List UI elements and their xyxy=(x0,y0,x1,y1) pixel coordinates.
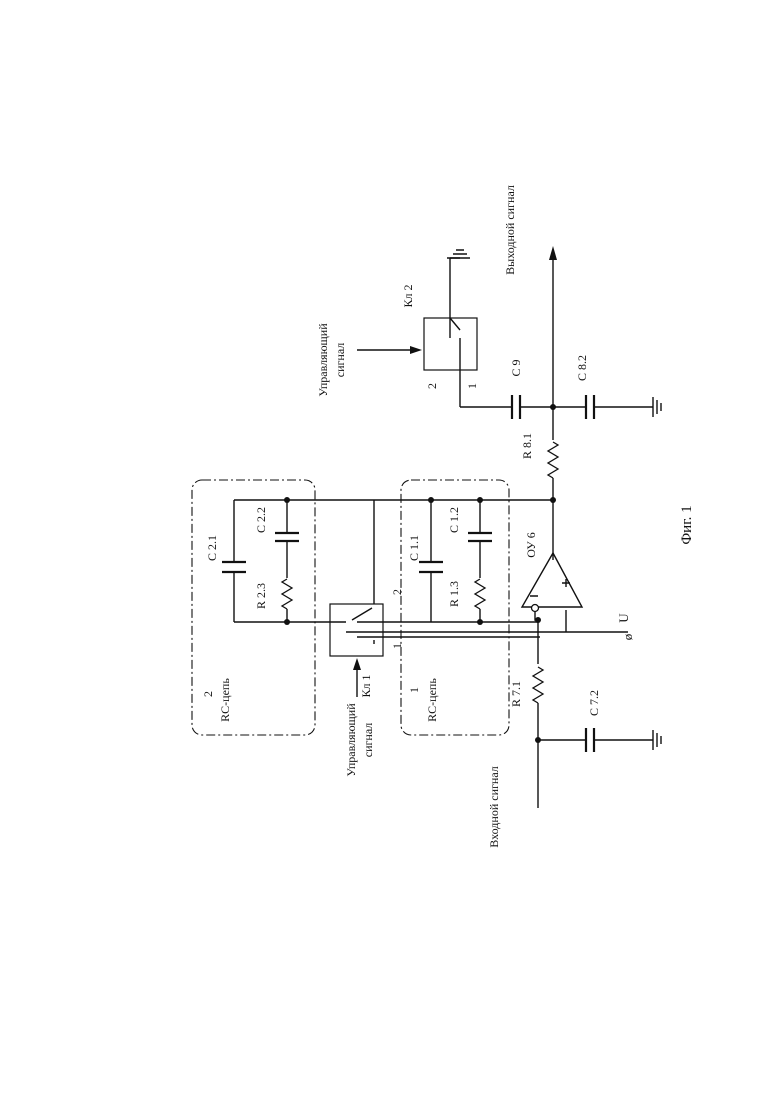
switch-kl1-label: Кл 1 xyxy=(359,675,373,698)
capacitor-c22 xyxy=(275,533,299,541)
switch-kl2-pin2: 2 xyxy=(425,383,439,389)
op-amp-label: ОУ 6 xyxy=(524,532,538,558)
output-signal-label: Выходной сигнал xyxy=(503,185,517,275)
capacitors xyxy=(222,395,594,752)
capacitor-c21 xyxy=(222,562,246,572)
labels: Фиг. 1 Входной сигнал Выходной сигнал Уп… xyxy=(201,185,695,848)
label-r81: R 8.1 xyxy=(520,433,534,459)
label-c11: C 1.1 xyxy=(407,535,421,561)
label-r23: R 2.3 xyxy=(254,583,268,609)
switch-kl2-pin1: 1 xyxy=(465,383,479,389)
switch-kl1-pin1: 1 xyxy=(390,643,404,649)
label-r13: R 1.3 xyxy=(447,581,461,607)
ground-kl2-icon xyxy=(450,250,470,258)
control-signal-1-line1: Управляющий xyxy=(344,703,358,777)
resistor-r13 xyxy=(475,579,485,609)
rc-chain-2-label: RC-цепь xyxy=(218,678,232,722)
ground-c72-icon xyxy=(653,730,661,750)
capacitor-c72 xyxy=(586,728,594,752)
capacitor-c12 xyxy=(468,533,492,541)
figure-caption: Фиг. 1 xyxy=(679,505,695,544)
label-c12: C 1.2 xyxy=(447,507,461,533)
switch-kl1-pin2: 2 xyxy=(390,589,404,595)
switch-kl2-label: Кл 2 xyxy=(401,285,415,308)
output-arrow-head xyxy=(549,246,557,260)
resistor-r71 xyxy=(533,667,543,703)
input-signal-label: Входной сигнал xyxy=(487,766,501,848)
rc-chain-2-number: 2 xyxy=(201,691,215,697)
rc-chain-1-label: RC-цепь xyxy=(425,678,439,722)
ground-c82-icon xyxy=(653,397,661,417)
control-signal-2-line1: Управляющий xyxy=(316,323,330,397)
resistor-r23 xyxy=(282,579,292,609)
rc-chain-1-number: 1 xyxy=(407,687,421,693)
label-r71: R 7.1 xyxy=(509,681,523,707)
supply-label: U xyxy=(616,613,631,623)
label-c72: C 7.2 xyxy=(587,690,601,716)
capacitor-c82 xyxy=(586,395,594,419)
label-c9: C 9 xyxy=(509,359,523,376)
supply-terminal-icon: ø xyxy=(620,633,635,640)
label-c82: C 8.2 xyxy=(575,355,589,381)
boxes xyxy=(192,318,509,735)
capacitor-c11 xyxy=(419,562,443,572)
control-signal-2-line2: сигнал xyxy=(333,343,347,378)
label-c21: C 2.1 xyxy=(205,535,219,561)
resistor-r81 xyxy=(548,442,558,478)
switch-kl1-box xyxy=(330,604,383,656)
op-amp xyxy=(522,553,582,612)
capacitor-c9 xyxy=(512,395,520,419)
label-c22: C 2.2 xyxy=(254,507,268,533)
control-signal-1-line2: сигнал xyxy=(361,723,375,758)
